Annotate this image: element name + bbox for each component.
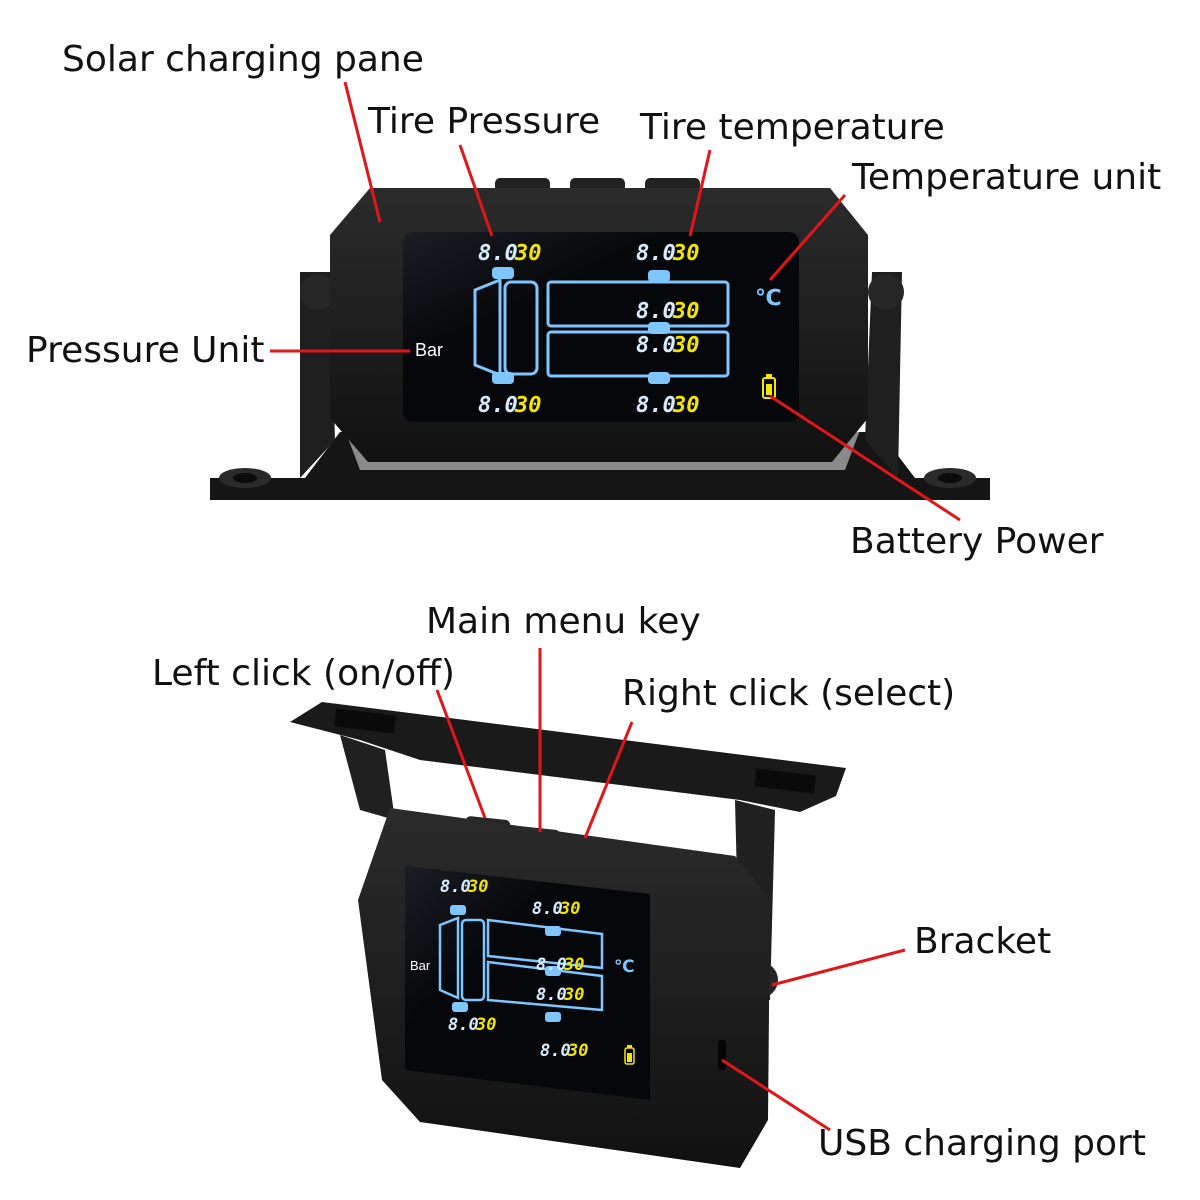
leader-line-left-click bbox=[435, 689, 487, 819]
callout-battery-power: Battery Power bbox=[850, 521, 1104, 562]
tire-reading-rear-left: 8.0 30 bbox=[478, 393, 542, 418]
pressure-value: 8.0 bbox=[636, 299, 676, 324]
pressure-unit-label: Bar bbox=[410, 958, 431, 973]
leader-line-battery-power bbox=[769, 394, 961, 522]
temperature-value: 30 bbox=[672, 241, 700, 266]
leader-line-right-click bbox=[583, 721, 634, 839]
pressure-value: 8.0 bbox=[478, 393, 518, 418]
callout-bracket: Bracket bbox=[914, 921, 1052, 962]
temperature-value: 30 bbox=[567, 1041, 588, 1061]
temperature-value: 30 bbox=[559, 899, 580, 919]
temperature-value: 30 bbox=[563, 955, 584, 975]
pressure-value: 8.0 bbox=[636, 393, 676, 418]
temperature-value: 30 bbox=[514, 241, 542, 266]
tire-reading-middle-right-2: 8.0 30 bbox=[536, 985, 584, 1005]
callout-tire-temperature: Tire temperature bbox=[640, 107, 945, 148]
callout-usb-charging-port: USB charging port bbox=[818, 1123, 1146, 1164]
tire-reading-rear-right: 8.0 30 bbox=[636, 393, 700, 418]
callout-solar-charging-panel: Solar charging pane bbox=[62, 39, 424, 80]
tire-reading-middle-right-1: 8.0 30 bbox=[636, 299, 700, 324]
callout-left-click: Left click (on/off) bbox=[152, 653, 455, 694]
pressure-unit-label: Bar bbox=[415, 340, 443, 360]
temperature-value: 30 bbox=[672, 299, 700, 324]
callout-main-menu-key: Main menu key bbox=[426, 601, 701, 642]
tire-reading-front-left: 8.0 30 bbox=[478, 241, 542, 266]
tire-reading-rear-right: 8.0 30 bbox=[540, 1041, 588, 1061]
callout-temperature-unit: Temperature unit bbox=[852, 157, 1162, 198]
tire-reading-rear-left: 8.0 30 bbox=[448, 1015, 496, 1035]
usb-port bbox=[718, 1040, 726, 1070]
bottom-device: 8.0 30 8.0 30 8.0 30 8.0 30 8.0 30 8.0 3… bbox=[290, 702, 846, 1168]
pressure-value: 8.0 bbox=[636, 333, 676, 358]
temperature-value: 30 bbox=[467, 877, 488, 897]
temperature-value: 30 bbox=[672, 333, 700, 358]
top-device: 8.0 30 8.0 30 8.0 30 8.0 30 8.0 30 8.0 3… bbox=[210, 178, 990, 500]
pressure-value: 8.0 bbox=[536, 955, 567, 975]
temperature-value: 30 bbox=[475, 1015, 496, 1035]
leader-line-usb-port bbox=[721, 1058, 831, 1132]
lcd-screen bbox=[405, 866, 650, 1100]
leader-line-bracket bbox=[771, 948, 906, 987]
pressure-value: 8.0 bbox=[478, 241, 518, 266]
pressure-value: 8.0 bbox=[448, 1015, 479, 1035]
callout-pressure-unit: Pressure Unit bbox=[26, 330, 265, 371]
tire-reading-front-right: 8.0 30 bbox=[636, 241, 700, 266]
temperature-value: 30 bbox=[672, 393, 700, 418]
pressure-value: 8.0 bbox=[536, 985, 567, 1005]
vehicle-diagram bbox=[473, 267, 730, 384]
temperature-value: 30 bbox=[514, 393, 542, 418]
temperature-unit-label: ℃ bbox=[614, 957, 635, 977]
leader-line-tire-pressure bbox=[458, 144, 494, 237]
tire-reading-middle-right-1: 8.0 30 bbox=[536, 955, 584, 975]
callout-tire-pressure: Tire Pressure bbox=[368, 101, 601, 142]
callout-right-click: Right click (select) bbox=[622, 673, 956, 714]
battery-icon bbox=[624, 1045, 635, 1065]
tire-reading-middle-right-2: 8.0 30 bbox=[636, 333, 700, 358]
tire-reading-front-left: 8.0 30 bbox=[440, 877, 488, 897]
leader-line-tire-temperature bbox=[688, 149, 712, 237]
battery-icon bbox=[762, 374, 776, 399]
leader-line-temperature-unit bbox=[768, 194, 847, 281]
pressure-value: 8.0 bbox=[532, 899, 563, 919]
pressure-value: 8.0 bbox=[540, 1041, 571, 1061]
leader-line-solar-panel bbox=[343, 81, 382, 223]
pressure-value: 8.0 bbox=[636, 241, 676, 266]
pressure-value: 8.0 bbox=[440, 877, 471, 897]
vehicle-diagram bbox=[438, 905, 604, 1022]
temperature-unit-label: ℃ bbox=[755, 286, 782, 311]
leader-lines bbox=[270, 81, 961, 1132]
temperature-value: 30 bbox=[563, 985, 584, 1005]
tire-reading-front-right: 8.0 30 bbox=[532, 899, 580, 919]
